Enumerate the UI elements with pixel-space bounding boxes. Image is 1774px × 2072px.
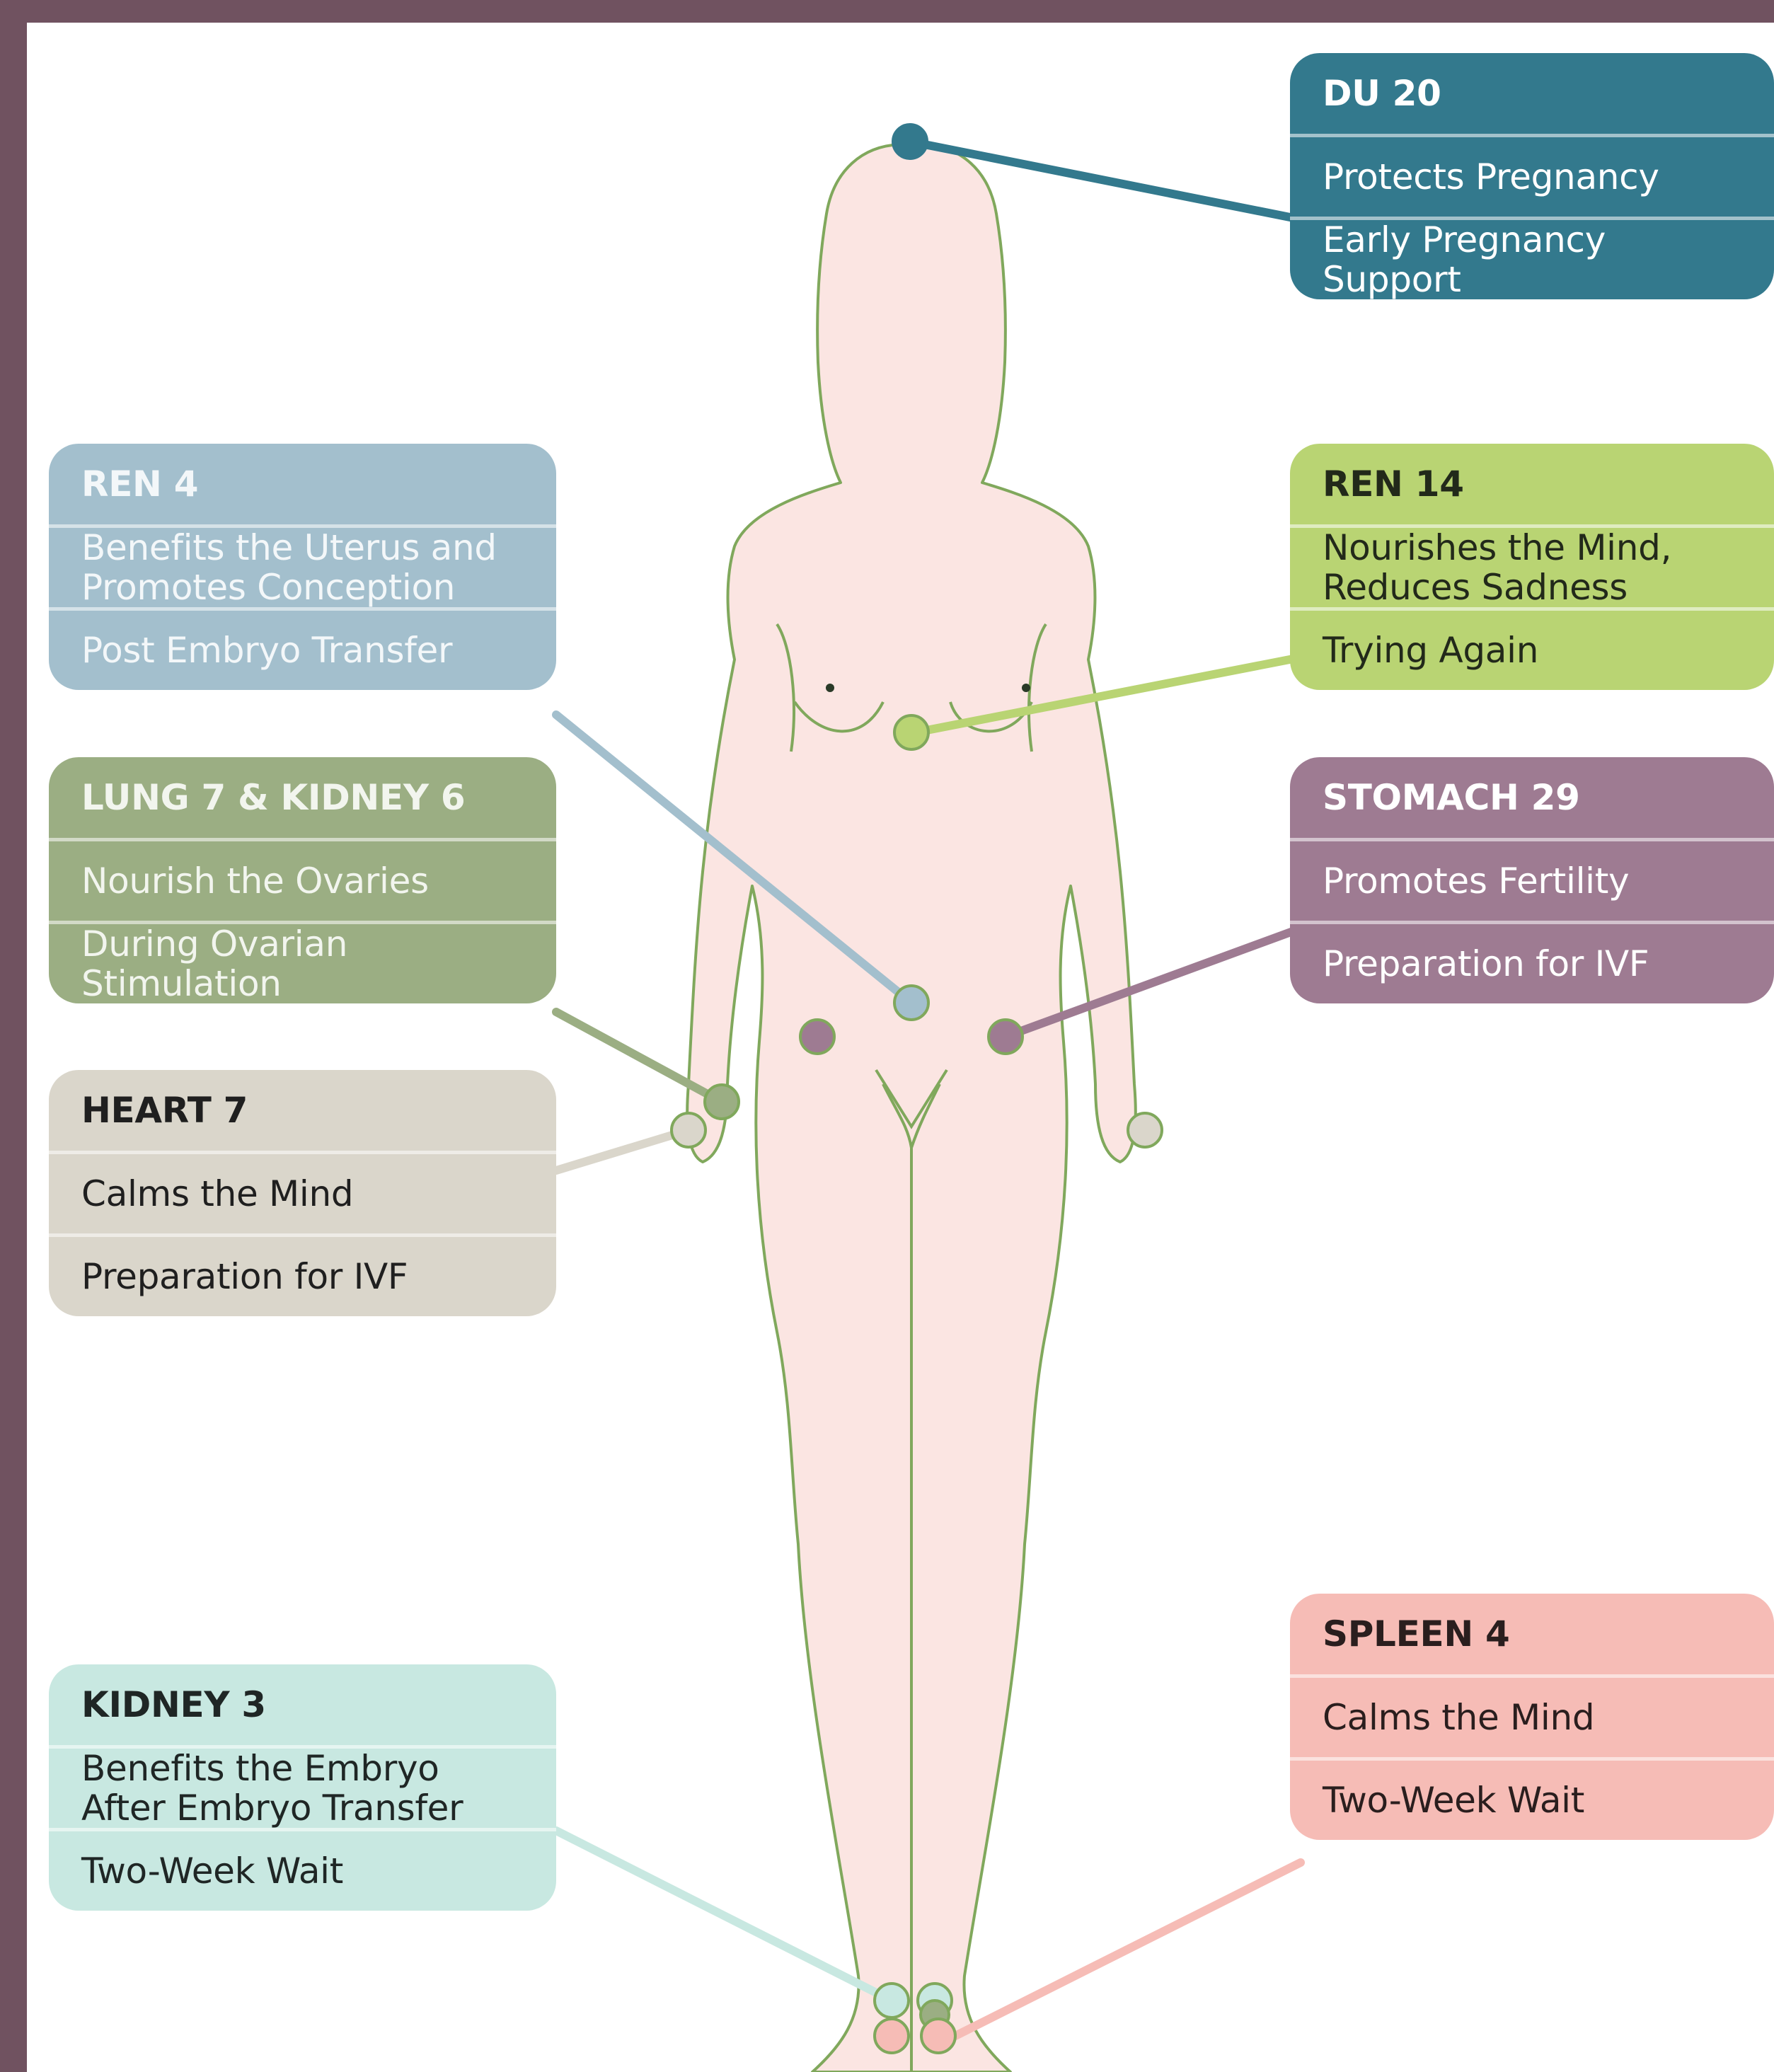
point-benefit: Calms the Mind (49, 1151, 556, 1233)
marker-stomach29-right[interactable] (989, 1020, 1023, 1054)
point-stage: Preparation for IVF (1290, 921, 1774, 1003)
connector-spleen4 (955, 1863, 1301, 2036)
marker-spleen4-left[interactable] (875, 2019, 909, 2053)
marker-heart7-right[interactable] (1128, 1113, 1162, 1147)
card-ren4[interactable]: REN 4 Benefits the Uterus and Promotes C… (49, 444, 556, 690)
point-benefit: Benefits the Uterus and Promotes Concept… (49, 524, 556, 607)
point-name: LUNG 7 & KIDNEY 6 (49, 757, 556, 838)
point-name: SPLEEN 4 (1290, 1594, 1774, 1674)
marker-heart7-left[interactable] (672, 1113, 705, 1147)
point-name: REN 14 (1290, 444, 1774, 524)
point-stage: Early Pregnancy Support (1290, 217, 1774, 299)
point-name: KIDNEY 3 (49, 1664, 556, 1745)
point-stage: Two-Week Wait (49, 1828, 556, 1911)
point-benefit: Protects Pregnancy (1290, 134, 1774, 217)
point-stage: Post Embryo Transfer (49, 607, 556, 690)
point-name: REN 4 (49, 444, 556, 524)
card-stomach29[interactable]: STOMACH 29 Promotes Fertility Preparatio… (1290, 757, 1774, 1003)
card-lung7-kidney6[interactable]: LUNG 7 & KIDNEY 6 Nourish the Ovaries Du… (49, 757, 556, 1003)
point-name: STOMACH 29 (1290, 757, 1774, 838)
card-ren14[interactable]: REN 14 Nourishes the Mind, Reduces Sadne… (1290, 444, 1774, 690)
point-benefit: Calms the Mind (1290, 1674, 1774, 1757)
point-stage: Trying Again (1290, 607, 1774, 690)
point-stage: During Ovarian Stimulation (49, 921, 556, 1003)
point-benefit: Promotes Fertility (1290, 838, 1774, 921)
point-name: HEART 7 (49, 1070, 556, 1151)
connector-heart7 (556, 1130, 689, 1170)
card-kidney3[interactable]: KIDNEY 3 Benefits the Embryo After Embry… (49, 1664, 556, 1911)
point-benefit: Benefits the Embryo After Embryo Transfe… (49, 1745, 556, 1828)
marker-lung7[interactable] (705, 1085, 739, 1119)
diagram-canvas: DU 20 Protects Pregnancy Early Pregnancy… (27, 23, 1774, 2072)
point-benefit: Nourish the Ovaries (49, 838, 556, 921)
point-benefit: Nourishes the Mind, Reduces Sadness (1290, 524, 1774, 607)
marker-kidney3-left[interactable] (875, 1984, 909, 2018)
point-stage: Preparation for IVF (49, 1233, 556, 1316)
card-du20[interactable]: DU 20 Protects Pregnancy Early Pregnancy… (1290, 53, 1774, 299)
marker-ren4[interactable] (894, 986, 928, 1020)
marker-spleen4-right[interactable] (921, 2019, 955, 2053)
point-name: DU 20 (1290, 53, 1774, 134)
marker-stomach29-left[interactable] (800, 1020, 834, 1054)
marker-ren14[interactable] (894, 715, 928, 749)
card-heart7[interactable]: HEART 7 Calms the Mind Preparation for I… (49, 1070, 556, 1316)
marker-du20[interactable] (893, 125, 927, 159)
card-spleen4[interactable]: SPLEEN 4 Calms the Mind Two-Week Wait (1290, 1594, 1774, 1840)
point-stage: Two-Week Wait (1290, 1757, 1774, 1840)
